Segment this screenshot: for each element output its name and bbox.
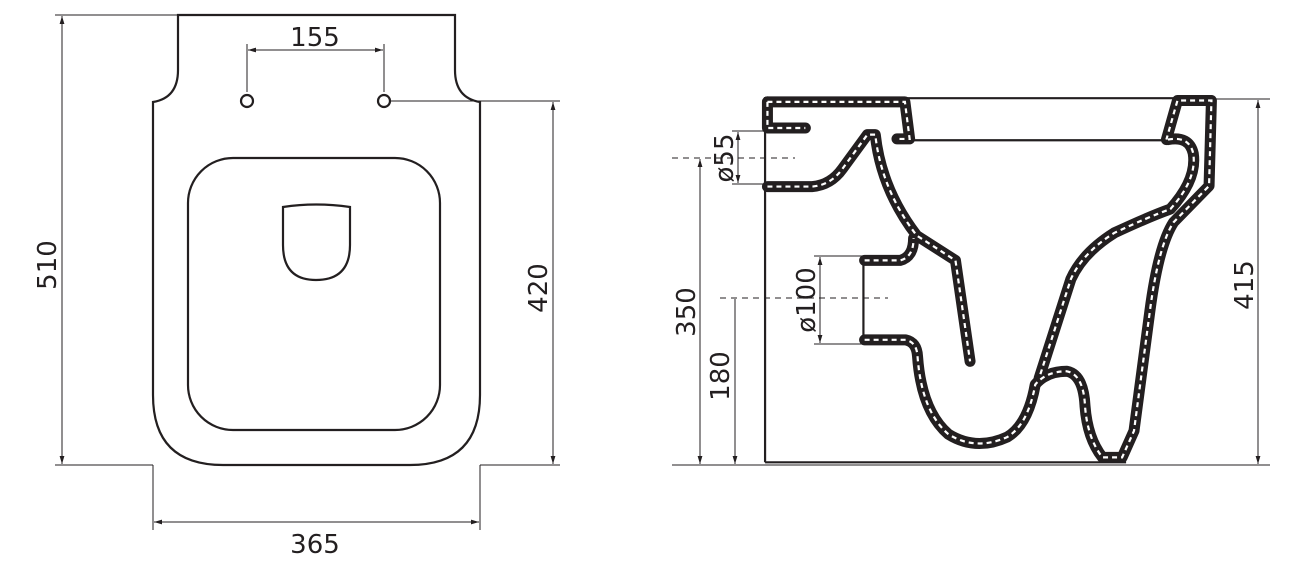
wall-bowl-back	[1039, 139, 1194, 378]
dim-label-155: 155	[290, 23, 340, 53]
dim-label-510: 510	[33, 240, 63, 290]
wall-trap-outer	[865, 101, 1212, 458]
dim-label-d55: ø55	[710, 134, 740, 183]
dim-label-180: 180	[706, 351, 736, 401]
hatched-walls	[767, 101, 1211, 458]
hatch	[1039, 139, 1194, 378]
hatch	[767, 135, 970, 362]
dim-label-420: 420	[524, 263, 554, 313]
flush-plate	[281, 203, 352, 282]
hatch	[865, 238, 914, 260]
front-view: 510 420 155 365	[33, 13, 560, 560]
side-section-view: 415 350 180 ø55 ø100	[672, 98, 1270, 466]
dim-label-415: 415	[1230, 260, 1260, 310]
seat-inner-outline	[186, 156, 442, 432]
body-frame	[765, 98, 1213, 462]
mounting-hole-left	[239, 93, 255, 109]
dim-label-365: 365	[290, 530, 340, 560]
wall-outlet-upper	[865, 238, 914, 260]
wall-tab	[767, 102, 805, 128]
seat-outline	[151, 13, 482, 467]
hatch	[767, 102, 909, 139]
dim-label-d100: ø100	[792, 267, 822, 333]
mounting-hole-right	[376, 93, 392, 109]
hatch	[865, 101, 1212, 458]
dim-label-350: 350	[672, 287, 702, 337]
